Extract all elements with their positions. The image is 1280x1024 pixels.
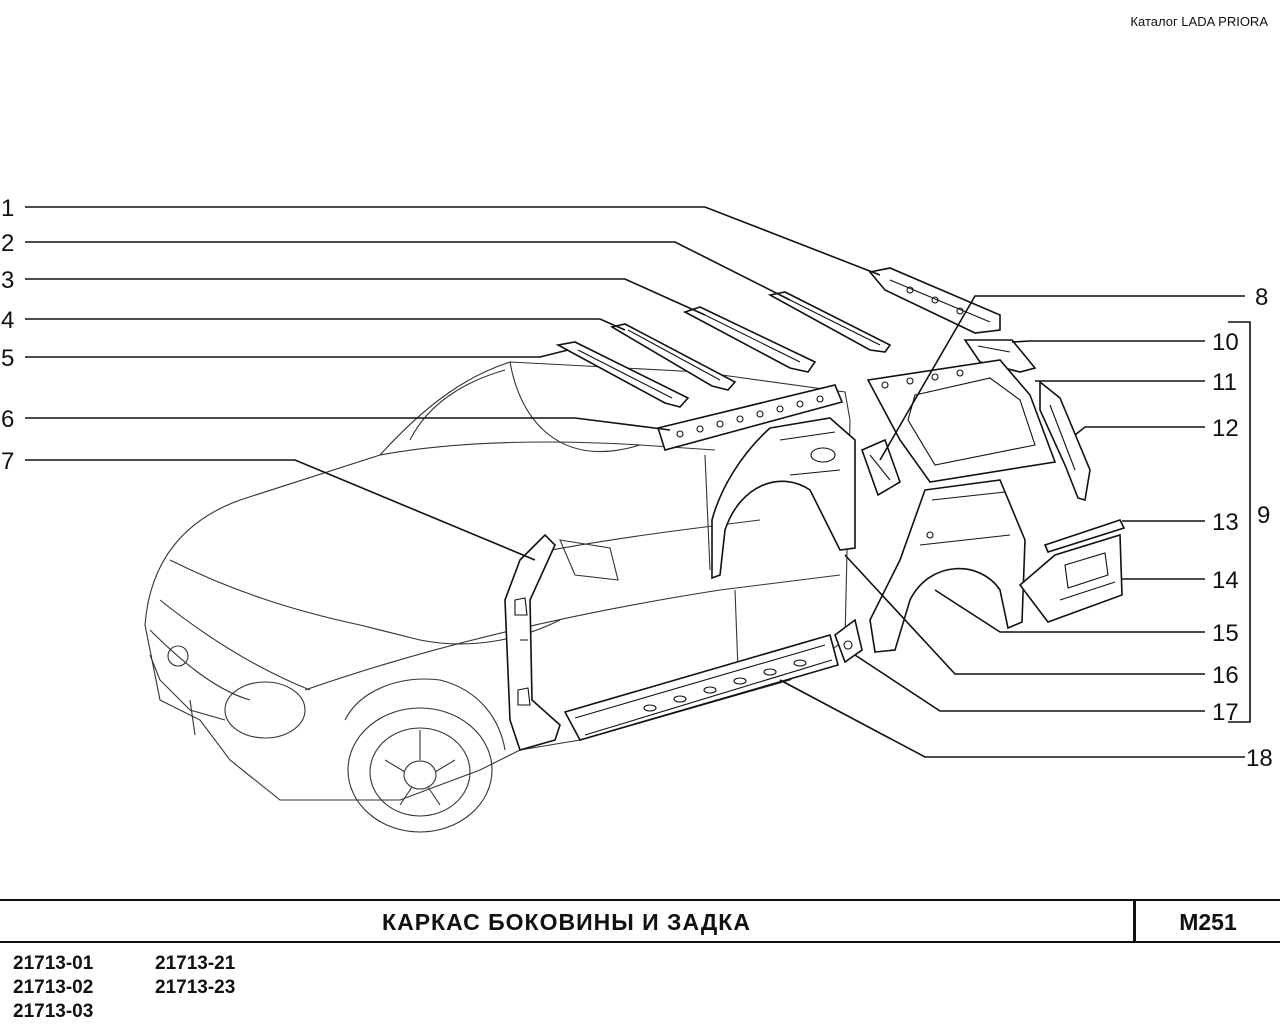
part-7-a-pillar: [504, 533, 561, 751]
car-outline: [144, 361, 851, 833]
title-bar: КАРКАС БОКОВИНЫ И ЗАДКА М251: [0, 899, 1280, 943]
leader-lines: [25, 206, 1251, 758]
callout-5: 5: [1, 345, 14, 372]
callout-numbers: 1 2 3 4 5 6 7 8 9 10 11 12 13 14 15 16 1…: [1, 195, 1273, 772]
part-8-bracket: [860, 438, 901, 497]
callout-8: 8: [1255, 284, 1268, 311]
model-code: 21713-02: [13, 977, 94, 998]
callout-12: 12: [1212, 415, 1239, 442]
part-15-outer-wheel-arch: [869, 479, 1026, 653]
callout-17: 17: [1212, 699, 1239, 726]
part-6-roof-side-rail: [656, 384, 844, 451]
part-16-inner-wheel-arch: [711, 417, 856, 580]
title-divider: [1133, 901, 1136, 941]
callout-11: 11: [1212, 369, 1237, 396]
part-4-roof-bow: [609, 323, 737, 391]
part-14-rear-panel: [1018, 533, 1123, 623]
model-code: 21713-03: [13, 1001, 94, 1022]
page-title: КАРКАС БОКОВИНЫ И ЗАДКА: [382, 909, 751, 935]
callout-14: 14: [1212, 567, 1239, 594]
callout-6: 6: [1, 406, 14, 433]
callout-3: 3: [1, 267, 14, 294]
callout-2: 2: [1, 230, 14, 257]
catalog-header: Каталог LADA PRIORA: [1130, 14, 1268, 29]
model-list-right: 21713-21 21713-23: [155, 952, 235, 1000]
callout-13: 13: [1212, 509, 1239, 536]
part-18-sill: [563, 634, 839, 741]
callout-4: 4: [1, 307, 14, 334]
model-list-left: 21713-01 21713-02 21713-03: [13, 952, 93, 1024]
callout-10: 10: [1212, 329, 1239, 356]
callout-16: 16: [1212, 662, 1239, 689]
model-code: 21713-21: [155, 953, 236, 974]
callout-18: 18: [1246, 745, 1273, 772]
model-code: 21713-01: [13, 953, 94, 974]
page-code: М251: [1179, 909, 1237, 935]
part-2-roof-bow: [767, 291, 892, 353]
model-code: 21713-23: [155, 977, 236, 998]
part-5-roof-bow: [555, 341, 690, 408]
part-12-rear-pillar: [1039, 380, 1091, 502]
roof-bows: [555, 291, 892, 408]
part-3-roof-bow: [682, 306, 817, 373]
part-10-rear-piece: [963, 339, 1037, 373]
callout-7: 7: [1, 448, 14, 475]
part-11-quarter-frame: [866, 359, 1057, 483]
part-13-strip: [1043, 519, 1126, 553]
part-17-plate: [834, 618, 863, 664]
callout-1: 1: [1, 195, 14, 222]
part-1-rear-roof-rail: [868, 267, 1001, 334]
callout-15: 15: [1212, 620, 1239, 647]
callout-9: 9: [1257, 502, 1270, 529]
parts-diagram: 1 2 3 4 5 6 7 8 9 10 11 12 13 14 15 16 1…: [1, 195, 1273, 833]
